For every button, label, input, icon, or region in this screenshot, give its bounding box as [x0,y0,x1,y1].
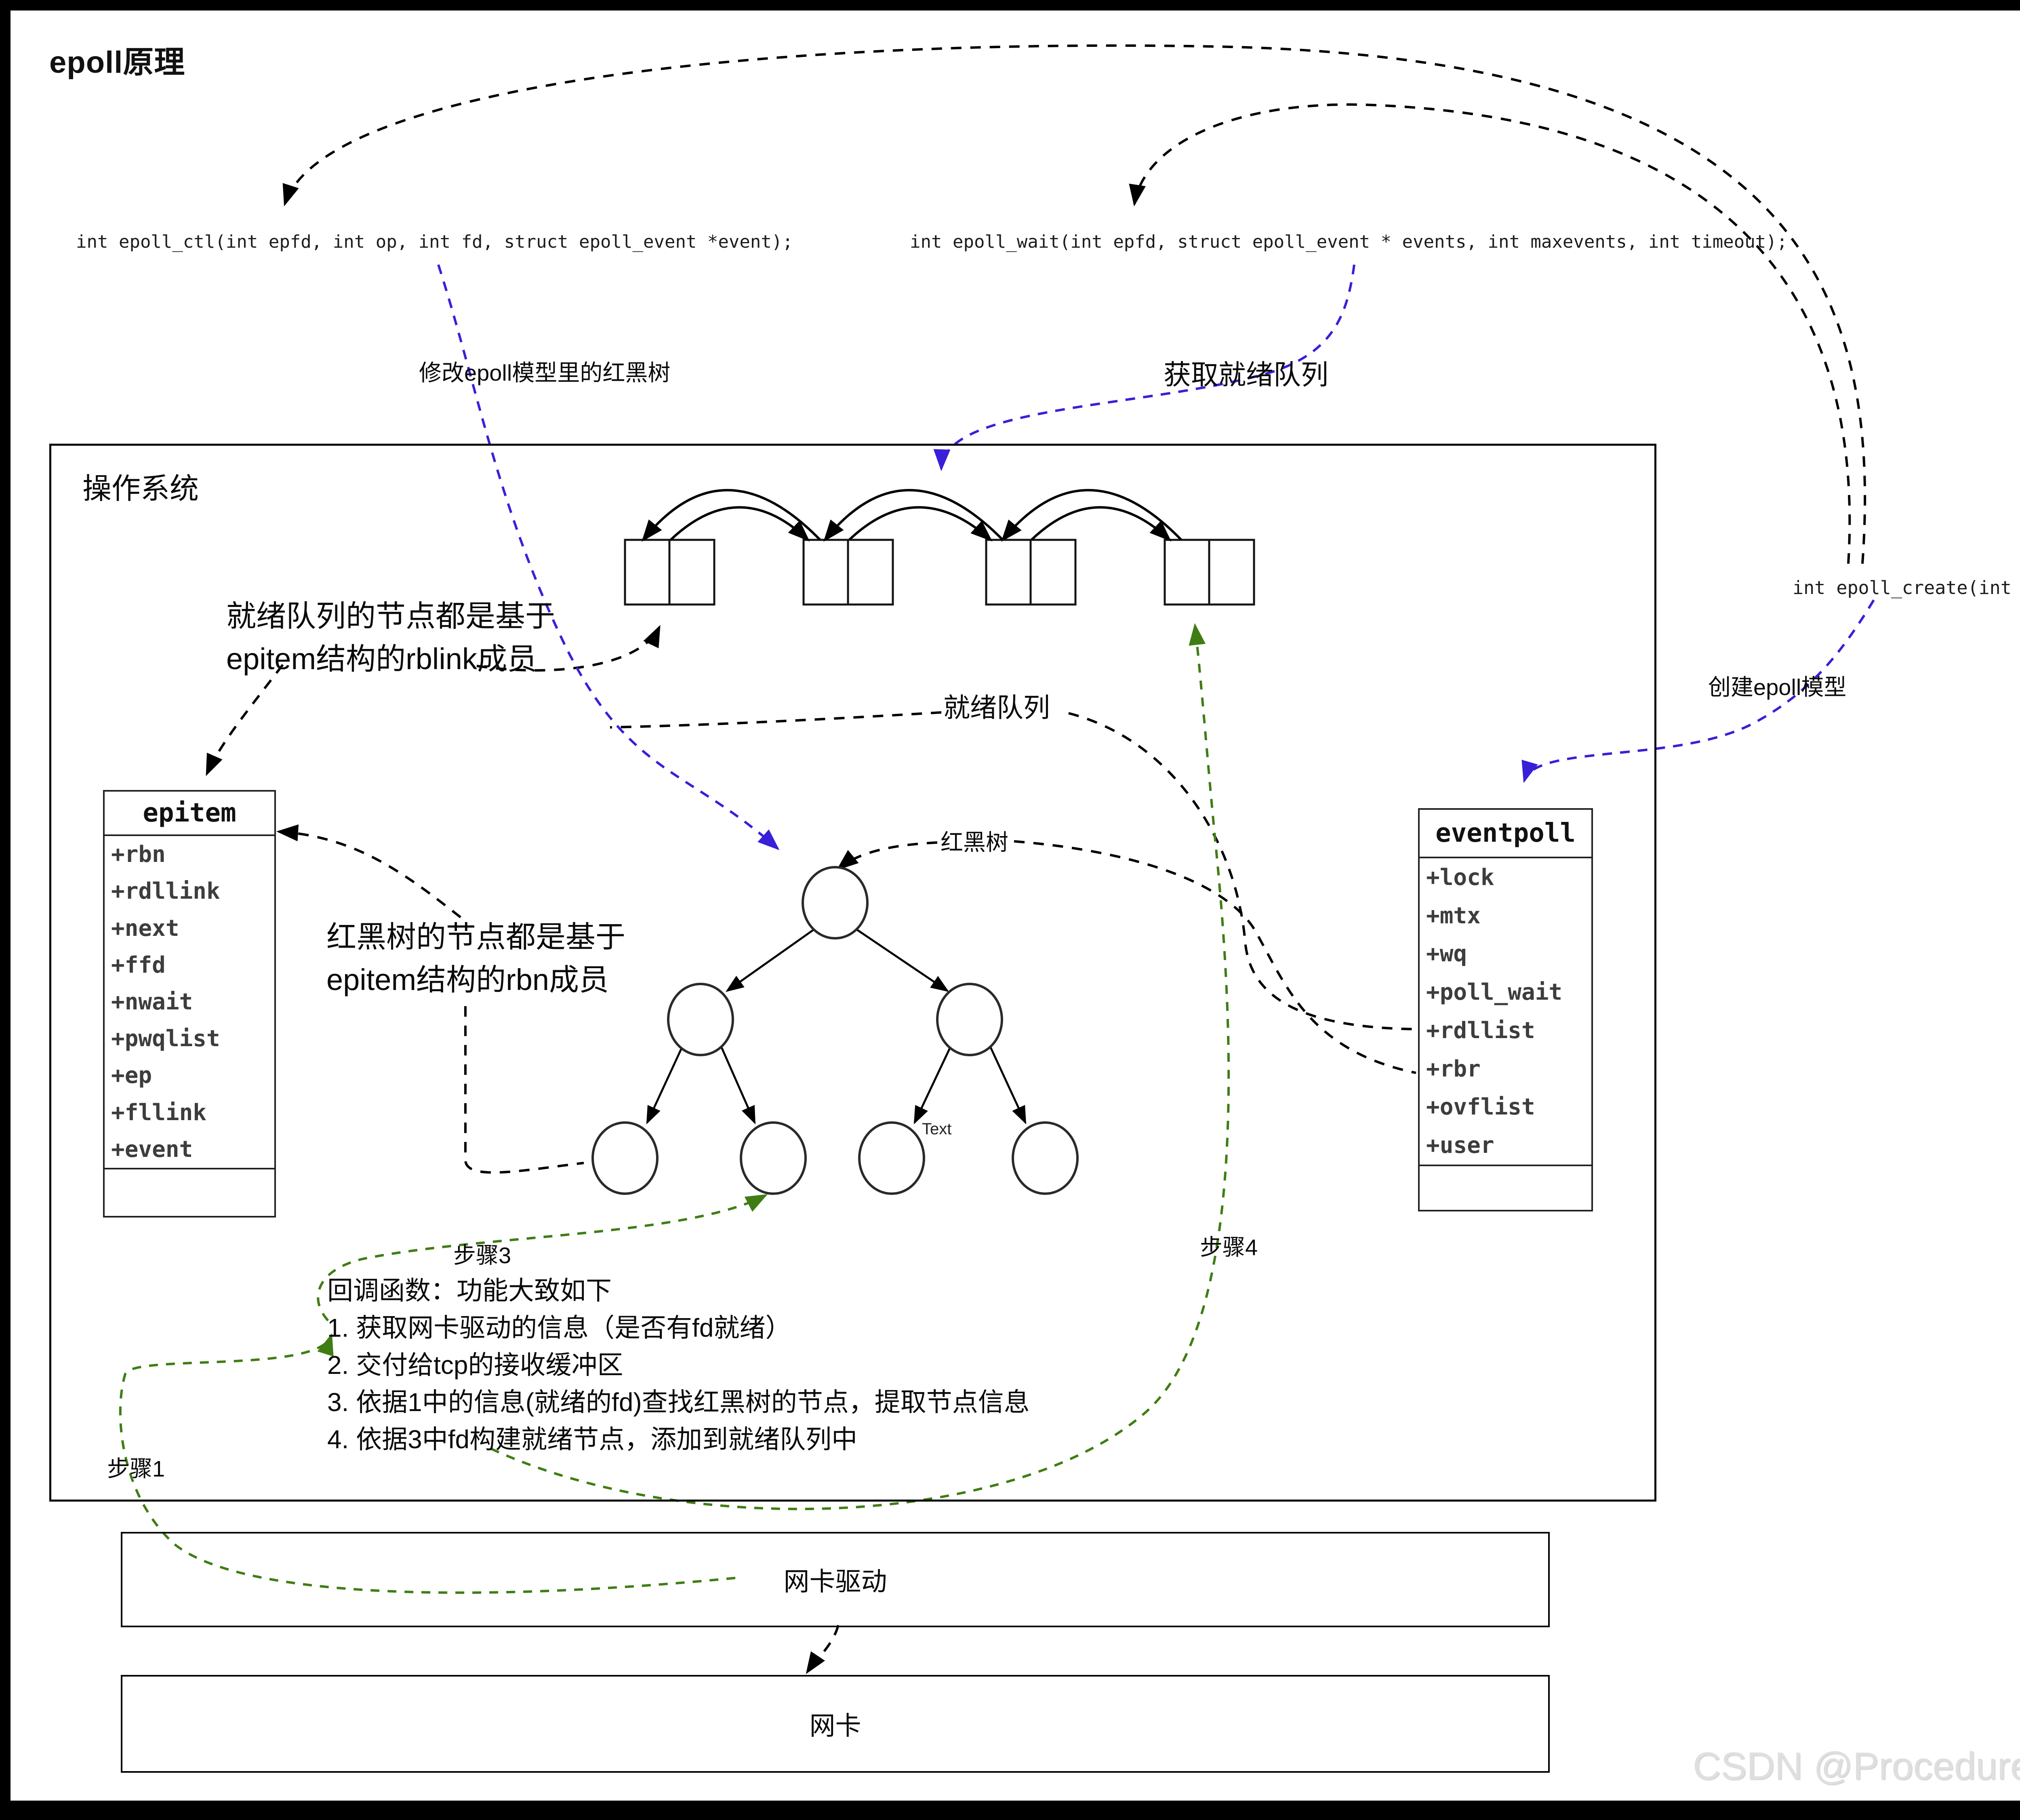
epitem-field: +fllink [111,1099,207,1126]
callback-item: 4. 依据3中fd构建就绪节点，添加到就绪队列中 [327,1425,858,1454]
eventpoll-field: +mtx [1426,902,1481,929]
step1-label: 步骤1 [107,1456,165,1481]
frame-left [0,0,11,1820]
frame-bottom [0,1801,2020,1820]
queue-node-note: 就绪队列的节点都是基于 epitem结构的rblink成员 [226,599,555,676]
os-label: 操作系统 [82,473,199,505]
os-box [49,444,1656,1502]
nic-driver-box: 网卡驱动 [121,1532,1550,1627]
epitem-field: +ffd [111,952,166,978]
epitem-field: +event [111,1136,193,1163]
nic-driver-label: 网卡驱动 [783,1567,887,1596]
ready-queue-label: 就绪队列 [943,693,1050,723]
epitem-field: +ep [111,1062,152,1089]
eventpoll-struct: eventpoll +lock +mtx +wq +poll_wait +rdl… [1418,808,1593,1211]
epoll-ctl-signature: int epoll_ctl(int epfd, int op, int fd, … [76,232,793,252]
eventpoll-field: +lock [1426,864,1494,891]
eventpoll-field: +ovflist [1426,1094,1535,1121]
tree-text-label: Text [922,1120,952,1138]
callback-item: 2. 交付给tcp的接收缓冲区 [327,1350,623,1380]
get-ready-queue-label: 获取就绪队列 [1164,360,1329,390]
callback-heading: 回调函数：功能大致如下 [327,1276,612,1305]
eventpoll-title: eventpoll [1420,810,1591,858]
epoll-create-signature: int epoll_create(int size); [1793,577,2020,598]
eventpoll-field: +rdllist [1426,1017,1535,1044]
page-title: epoll原理 [49,45,185,80]
modify-rbtree-label: 修改epoll模型里的红黑树 [419,360,671,385]
eventpoll-field: +wq [1426,941,1467,967]
epitem-field: +rbn [111,841,166,868]
rbtree-label: 红黑树 [941,830,1008,855]
step3-label: 步骤3 [453,1243,511,1268]
create-epoll-model-label: 创建epoll模型 [1708,674,1847,700]
epitem-title: epitem [105,792,274,836]
nic-label: 网卡 [809,1711,861,1740]
callback-notes: 回调函数：功能大致如下 1. 获取网卡驱动的信息（是否有fd就绪） 2. 交付给… [327,1272,1030,1458]
frame-top [0,0,2020,11]
tree-node-note: 红黑树的节点都是基于 epitem结构的rbn成员 [326,920,625,996]
callback-item: 1. 获取网卡驱动的信息（是否有fd就绪） [327,1313,791,1342]
nic-box: 网卡 [121,1675,1550,1773]
epitem-field: +pwqlist [111,1026,220,1052]
epitem-struct: epitem +rbn +rdllink +next +ffd +nwait +… [103,790,276,1218]
epitem-field: +nwait [111,988,193,1015]
epitem-field: +next [111,915,179,942]
step4-label: 步骤4 [1200,1234,1258,1260]
watermark: CSDN @ProcedureStone [1693,1744,2020,1788]
eventpoll-field: +user [1426,1132,1494,1159]
nicdriver-to-nic [806,1625,840,1674]
eventpoll-field: +rbr [1426,1055,1481,1082]
epoll-wait-signature: int epoll_wait(int epfd, struct epoll_ev… [910,232,1788,252]
eventpoll-field: +poll_wait [1426,979,1563,1006]
epitem-field: +rdllink [111,878,220,905]
callback-item: 3. 依据1中的信息(就绪的fd)查找红黑树的节点，提取节点信息 [327,1388,1030,1417]
